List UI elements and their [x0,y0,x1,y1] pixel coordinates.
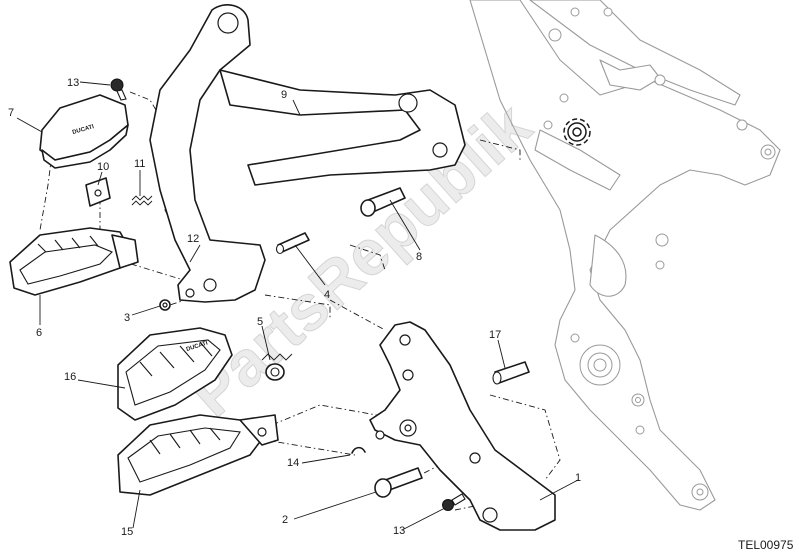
callout-numbers: 13 7 10 11 9 8 12 4 6 3 5 17 16 14 1 2 1… [8,77,581,538]
callout-17: 17 [489,329,501,341]
screw-13-lower [442,493,466,511]
callout-5: 5 [257,316,263,328]
leader-lines [16,81,579,531]
gear-icon [563,118,591,146]
svg-text:DUCATI: DUCATI [72,124,95,136]
callout-13-lower: 13 [393,525,405,537]
clip-10 [85,177,111,207]
callout-1: 1 [575,472,581,484]
callout-2: 2 [282,514,288,526]
spring-11 [131,195,153,206]
rubber-pad-7: DUCATI [39,94,129,169]
callout-12: 12 [187,233,199,245]
callout-4: 4 [324,289,330,301]
pin-4 [275,232,310,255]
motorcycle-frame [469,0,781,511]
callout-3: 3 [124,312,130,324]
callout-7: 7 [8,107,14,119]
callout-13-top: 13 [67,77,79,89]
footpeg-15 [117,414,279,496]
callout-6: 6 [36,327,42,339]
screw-13-top [110,78,127,101]
reference-code: TEL00975 [738,538,794,552]
nut-3 [159,299,171,311]
callout-10: 10 [97,161,109,173]
bolt-8 [360,187,406,217]
footrest-bracket [149,4,466,303]
callout-16: 16 [64,371,76,383]
callout-14: 14 [287,457,299,469]
callout-15: 15 [121,526,133,538]
callout-9: 9 [281,89,287,101]
spring-5 [261,353,293,381]
footpeg-6 [9,227,139,296]
pin-17 [492,361,530,385]
circlip-14 [351,446,366,454]
rubber-pad-16: DUCATI [117,327,233,421]
lower-bracket-1 [369,321,556,531]
callout-11: 11 [134,158,145,170]
bolt-2 [374,467,423,498]
callout-8: 8 [416,251,422,263]
